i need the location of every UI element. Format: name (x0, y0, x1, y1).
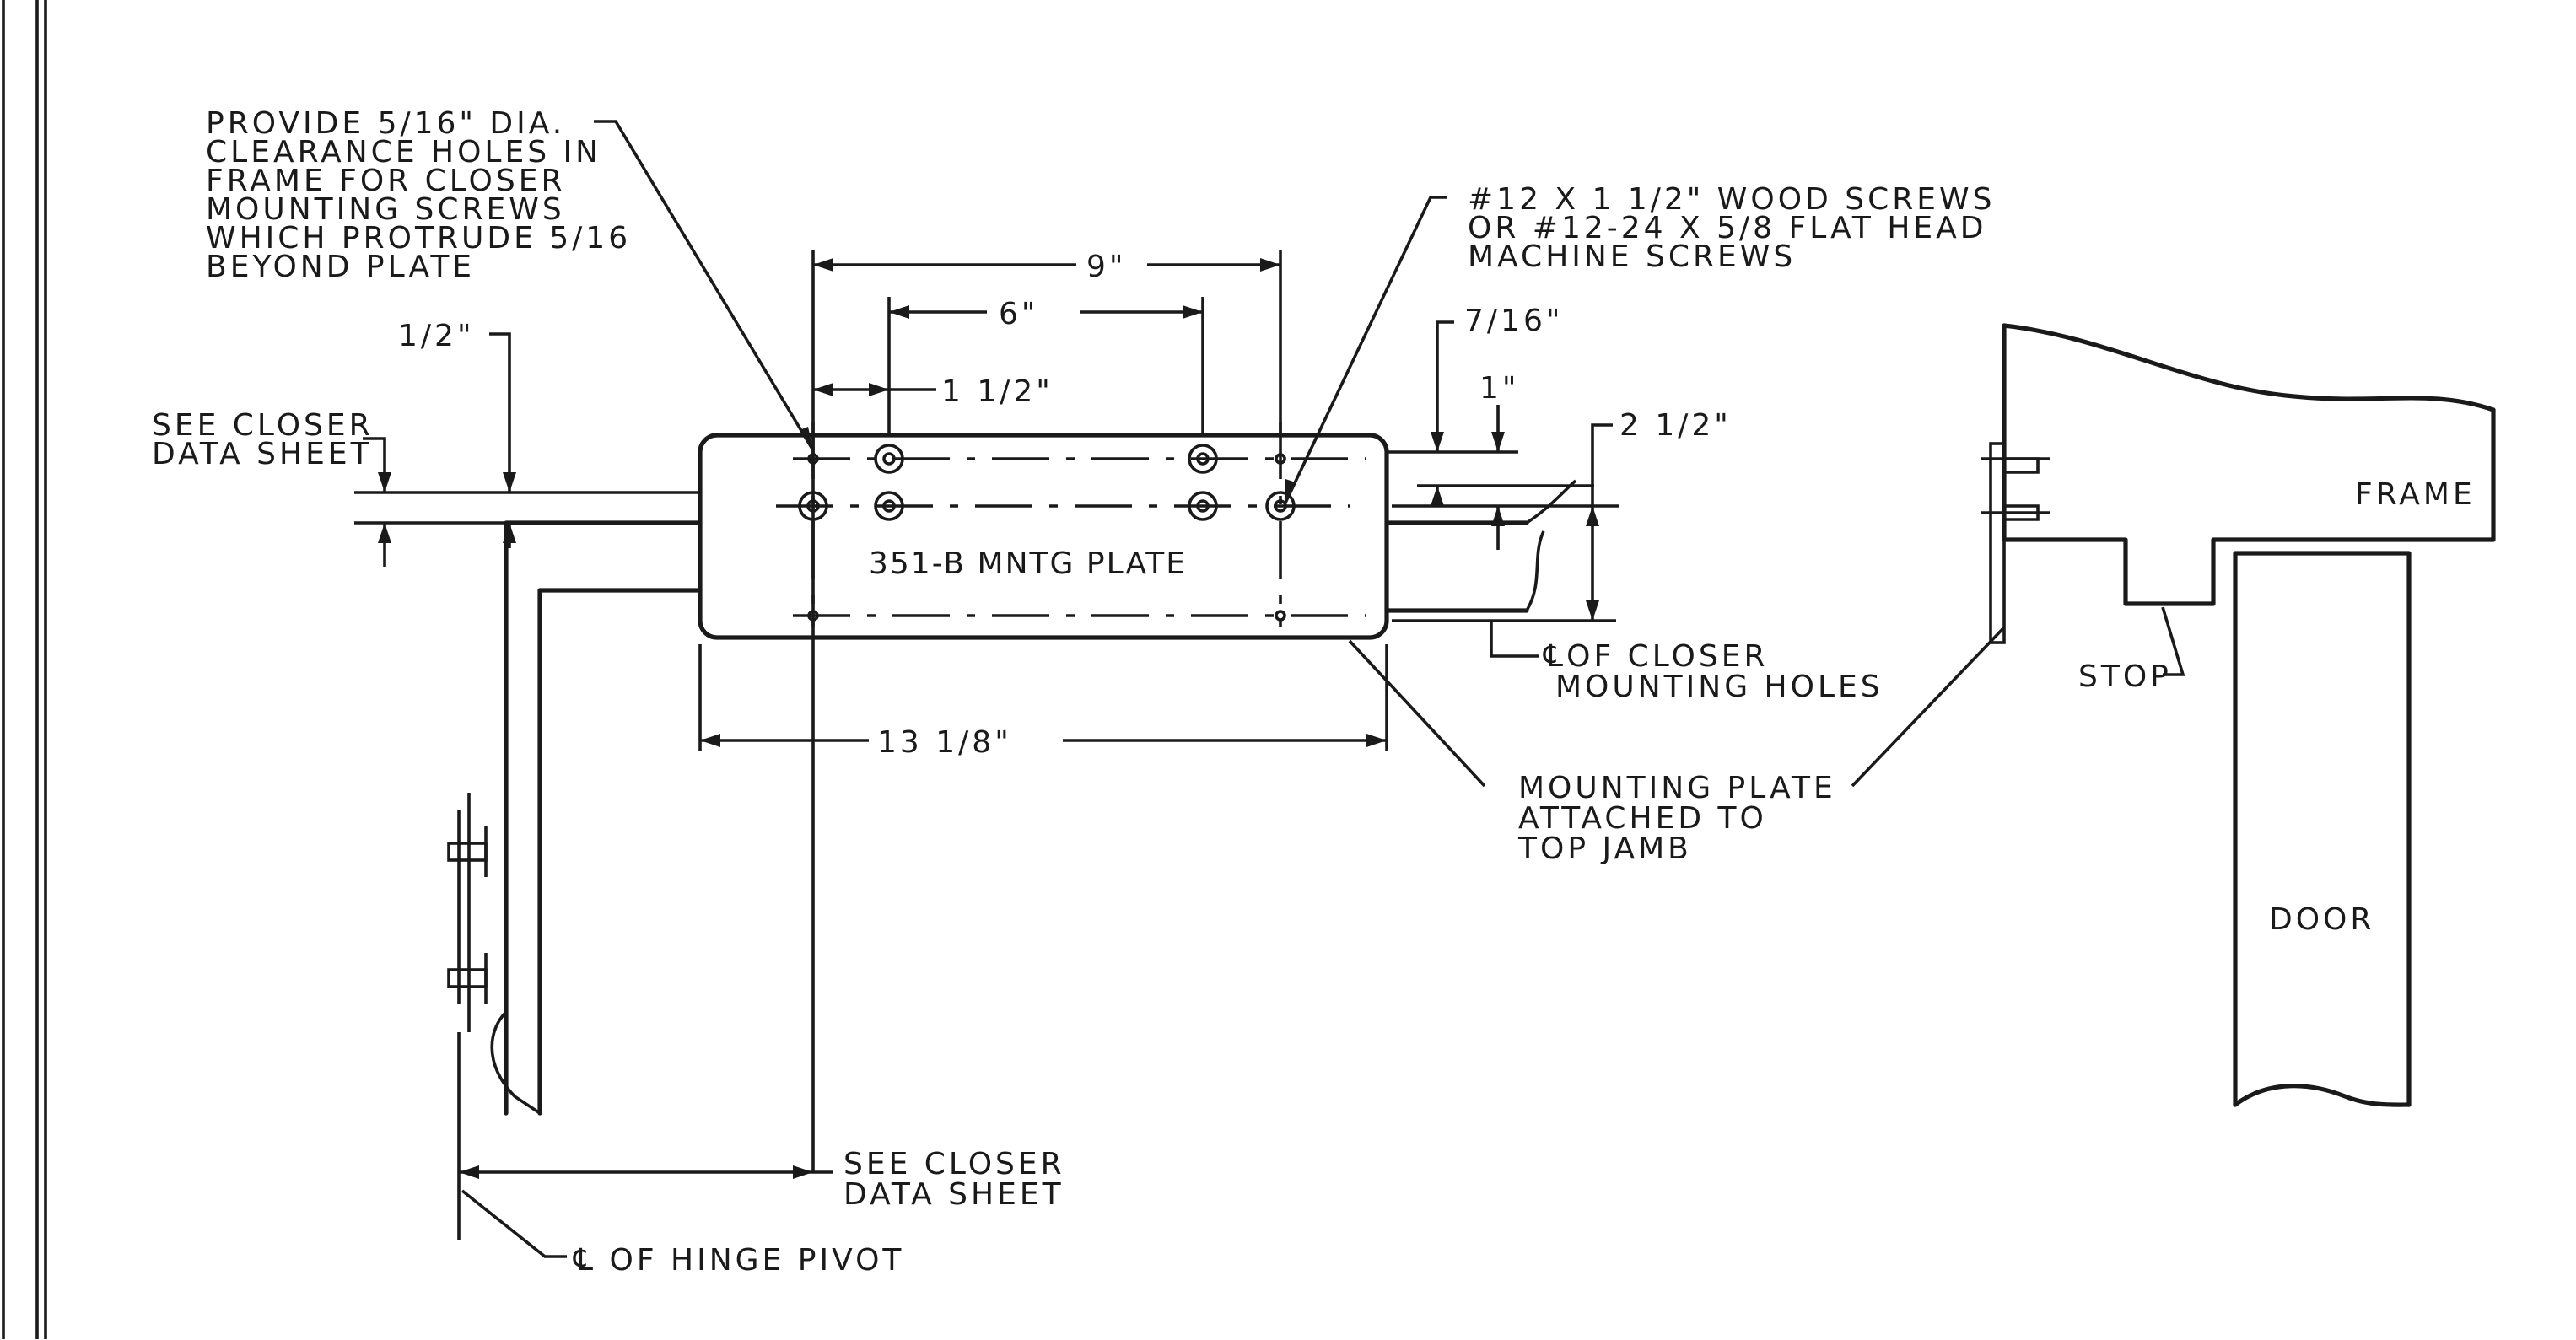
sheet-border (2, 0, 47, 1339)
see-closer-bottom-2: DATA SHEET (843, 1177, 1064, 1212)
dim-13-1-8 (700, 734, 1387, 747)
leader-arrow-holes (800, 427, 813, 450)
dim-1-1-2-label: 1 1/2" (941, 374, 1054, 409)
door-section (2233, 551, 2412, 1107)
hole-centerlines (776, 422, 1366, 627)
leader-lines (461, 120, 2185, 1258)
clearance-note-1: PROVIDE 5/16" DIA. (206, 106, 565, 141)
extension-lines (354, 250, 1619, 1240)
centerline-note-2: MOUNTING HOLES (1555, 670, 1883, 704)
dim-7-16 (1431, 320, 1454, 506)
screws-note-2: OR #12-24 X 5/8 FLAT HEAD (1468, 211, 1987, 245)
plate-label: 351-B MNTG PLATE (869, 546, 1187, 581)
dim-9 (813, 258, 1280, 272)
clearance-note-5: WHICH PROTRUDE 5/16 (206, 221, 631, 256)
frame-section (2002, 323, 2496, 606)
stop-label: STOP (2078, 659, 2172, 694)
centerline-note-1: ℄OF CLOSER (1543, 639, 1768, 674)
see-closer-left-1: SEE CLOSER (152, 408, 374, 443)
see-closer-left-2: DATA SHEET (152, 437, 373, 471)
dim-13-1-8-label: 13 1/8" (877, 725, 1012, 760)
dim-7-16-label: 7/16" (1464, 304, 1563, 338)
screws-note-3: MACHINE SCREWS (1468, 239, 1796, 274)
dim-1-1-2 (813, 383, 936, 396)
dim-6-label: 6" (999, 297, 1038, 331)
dim-see-closer-left (363, 437, 391, 567)
dim-1-label: 1" (1479, 371, 1519, 406)
plate-note-1: MOUNTING PLATE (1518, 771, 1836, 805)
clearance-note-3: FRAME FOR CLOSER (206, 164, 566, 198)
dim-see-closer-bottom (459, 1165, 833, 1179)
closer-plate-section (1981, 442, 2050, 644)
leader-arrow-screws (1285, 479, 1296, 503)
hinge (447, 793, 488, 1032)
clearance-note-4: MOUNTING SCREWS (206, 192, 565, 227)
mounting-holes (798, 444, 1296, 622)
plate-note-2: ATTACHED TO (1518, 801, 1767, 836)
dim-1-2 (489, 332, 516, 548)
dim-2-1-2 (1586, 423, 1613, 621)
door-label: DOOR (2269, 902, 2374, 937)
clearance-note-6: BEYOND PLATE (206, 250, 475, 284)
mounting-plate (698, 433, 1389, 640)
screws-note-1: #12 X 1 1/2" WOOD SCREWS (1468, 182, 1995, 217)
plate-note-3: TOP JAMB (1517, 831, 1692, 866)
clearance-note-2: CLEARANCE HOLES IN (206, 135, 601, 170)
dim-1 (1491, 405, 1505, 550)
dim-2-1-2-label: 2 1/2" (1619, 408, 1732, 443)
see-closer-bottom-1: SEE CLOSER (843, 1147, 1065, 1181)
frame-label: FRAME (2355, 477, 2476, 512)
dim-6 (889, 305, 1203, 319)
dim-9-label: 9" (1086, 250, 1126, 284)
dim-1-2-label: 1/2" (398, 319, 475, 353)
hinge-pivot-note: ℄ OF HINGE PIVOT (573, 1243, 904, 1278)
